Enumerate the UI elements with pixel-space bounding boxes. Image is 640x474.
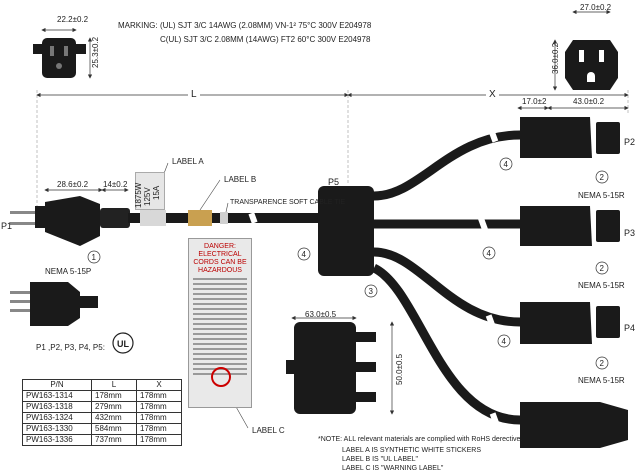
splitter-detail	[286, 315, 395, 415]
note-label-c: LABEL C IS "WARNING LABEL"	[342, 465, 444, 472]
port-p5: P5	[328, 177, 340, 187]
label-c-caption: LABEL C	[252, 426, 285, 435]
dim-L: L	[188, 90, 200, 100]
cell-pn: PW163-1318	[22, 401, 92, 413]
receptacle-face-drawing	[552, 9, 618, 91]
certification-line: P1 ,P2, P3, P4, P5:	[36, 343, 105, 352]
svg-text:4: 4	[487, 249, 492, 258]
label-b-caption: LABEL B	[224, 175, 257, 184]
note-rohs: *NOTE: ALL relevant materials are compli…	[318, 436, 523, 443]
warning-title: DANGER: ELECTRICAL CORDS CAN BE HAZARDOU…	[193, 243, 247, 274]
cell-x: 178mm	[136, 390, 182, 402]
warning-label-c: DANGER: ELECTRICAL CORDS CAN BE HAZARDOU…	[188, 238, 252, 408]
receptacle-body-dim: 17.0±2	[522, 97, 547, 106]
callouts: 1 4 3 4 2 4 2 4 2	[87, 157, 609, 370]
dim-X: X	[486, 90, 499, 100]
label-a-caption: LABEL A	[172, 157, 204, 166]
note-label-a: LABEL A IS SYNTHETIC WHITE STICKERS	[342, 447, 481, 454]
plug-side-drawing	[10, 282, 98, 326]
svg-text:4: 4	[502, 337, 507, 346]
header-pn: P/N	[22, 379, 92, 391]
header-x: X	[136, 379, 182, 391]
plug-face-drawing	[33, 27, 93, 79]
label-a-wattage: 1875W	[134, 182, 143, 208]
cell-pn: PW163-1336	[22, 434, 92, 446]
cell-x: 178mm	[136, 412, 182, 424]
svg-text:UL: UL	[117, 339, 129, 349]
note-label-b: LABEL B IS "UL LABEL"	[342, 456, 419, 463]
cell-l: 584mm	[91, 423, 137, 435]
cell-pn: PW163-1314	[22, 390, 92, 402]
table-header-row: P/N L X	[22, 379, 182, 391]
svg-text:4: 4	[504, 160, 509, 169]
cell-l: 178mm	[91, 390, 137, 402]
cell-x: 178mm	[136, 434, 182, 446]
cell-pn: PW163-1330	[22, 423, 92, 435]
svg-text:2: 2	[600, 264, 605, 273]
marking-label: MARKING:	[118, 21, 158, 30]
split-height-dim: 50.0±0.5	[395, 353, 404, 385]
label-a-sticker: 125V 15A 1875W	[134, 172, 165, 210]
nema-recept-label-p3: NEMA 5-15R	[578, 281, 625, 290]
marking-line-1: (UL) SJT 3/C 14AWG (2.08MM) VN-1² 75°C 3…	[160, 21, 372, 30]
ul-mark: UL	[112, 332, 134, 354]
cell-l: 279mm	[91, 401, 137, 413]
svg-text:2: 2	[600, 173, 605, 182]
port-p3: P3	[624, 228, 636, 238]
label-a-current: 15A	[152, 185, 161, 200]
svg-text:3: 3	[369, 287, 374, 296]
plug-neck-dim: 14±0.2	[103, 180, 128, 189]
nema-recept-label-p4: NEMA 5-15R	[578, 376, 625, 385]
svg-text:4: 4	[302, 250, 307, 259]
port-p1: P1	[1, 221, 13, 231]
branch-cables	[371, 117, 628, 448]
port-p4: P4	[624, 323, 636, 333]
cell-x: 178mm	[136, 401, 182, 413]
port-p2: P2	[624, 137, 636, 147]
plug-length-dim: 28.6±0.2	[57, 180, 89, 189]
label-a-voltage: 125V	[143, 187, 152, 206]
no-symbol-icon	[211, 367, 231, 387]
receptacle-width-dim: 27.0±0.2	[580, 3, 612, 12]
split-width-dim: 63.0±0.5	[305, 310, 337, 319]
cell-x: 178mm	[136, 423, 182, 435]
marking-line-2: C(UL) SJT 3/C 2.08MM (14AWG) FT2 60°C 30…	[160, 35, 371, 44]
cell-l: 737mm	[91, 434, 137, 446]
receptacle-height-dim: 36.0±0.2	[551, 42, 560, 74]
nema-recept-label-p2: NEMA 5-15R	[578, 191, 625, 200]
cell-pn: PW163-1324	[22, 412, 92, 424]
receptacle-length-dim: 43.0±0.2	[573, 97, 605, 106]
svg-text:2: 2	[600, 359, 605, 368]
header-l: L	[91, 379, 137, 391]
nema-plug-label: NEMA 5-15P	[45, 267, 92, 276]
plug-width-dim: 22.2±0.2	[57, 15, 89, 24]
cell-l: 432mm	[91, 412, 137, 424]
cable-tie-caption: TRANSPARENCE SOFT CABLE TIE	[230, 199, 346, 206]
plug-height-dim: 25.3±0.2	[91, 36, 100, 68]
svg-text:1: 1	[92, 253, 97, 262]
main-cable	[10, 186, 374, 276]
